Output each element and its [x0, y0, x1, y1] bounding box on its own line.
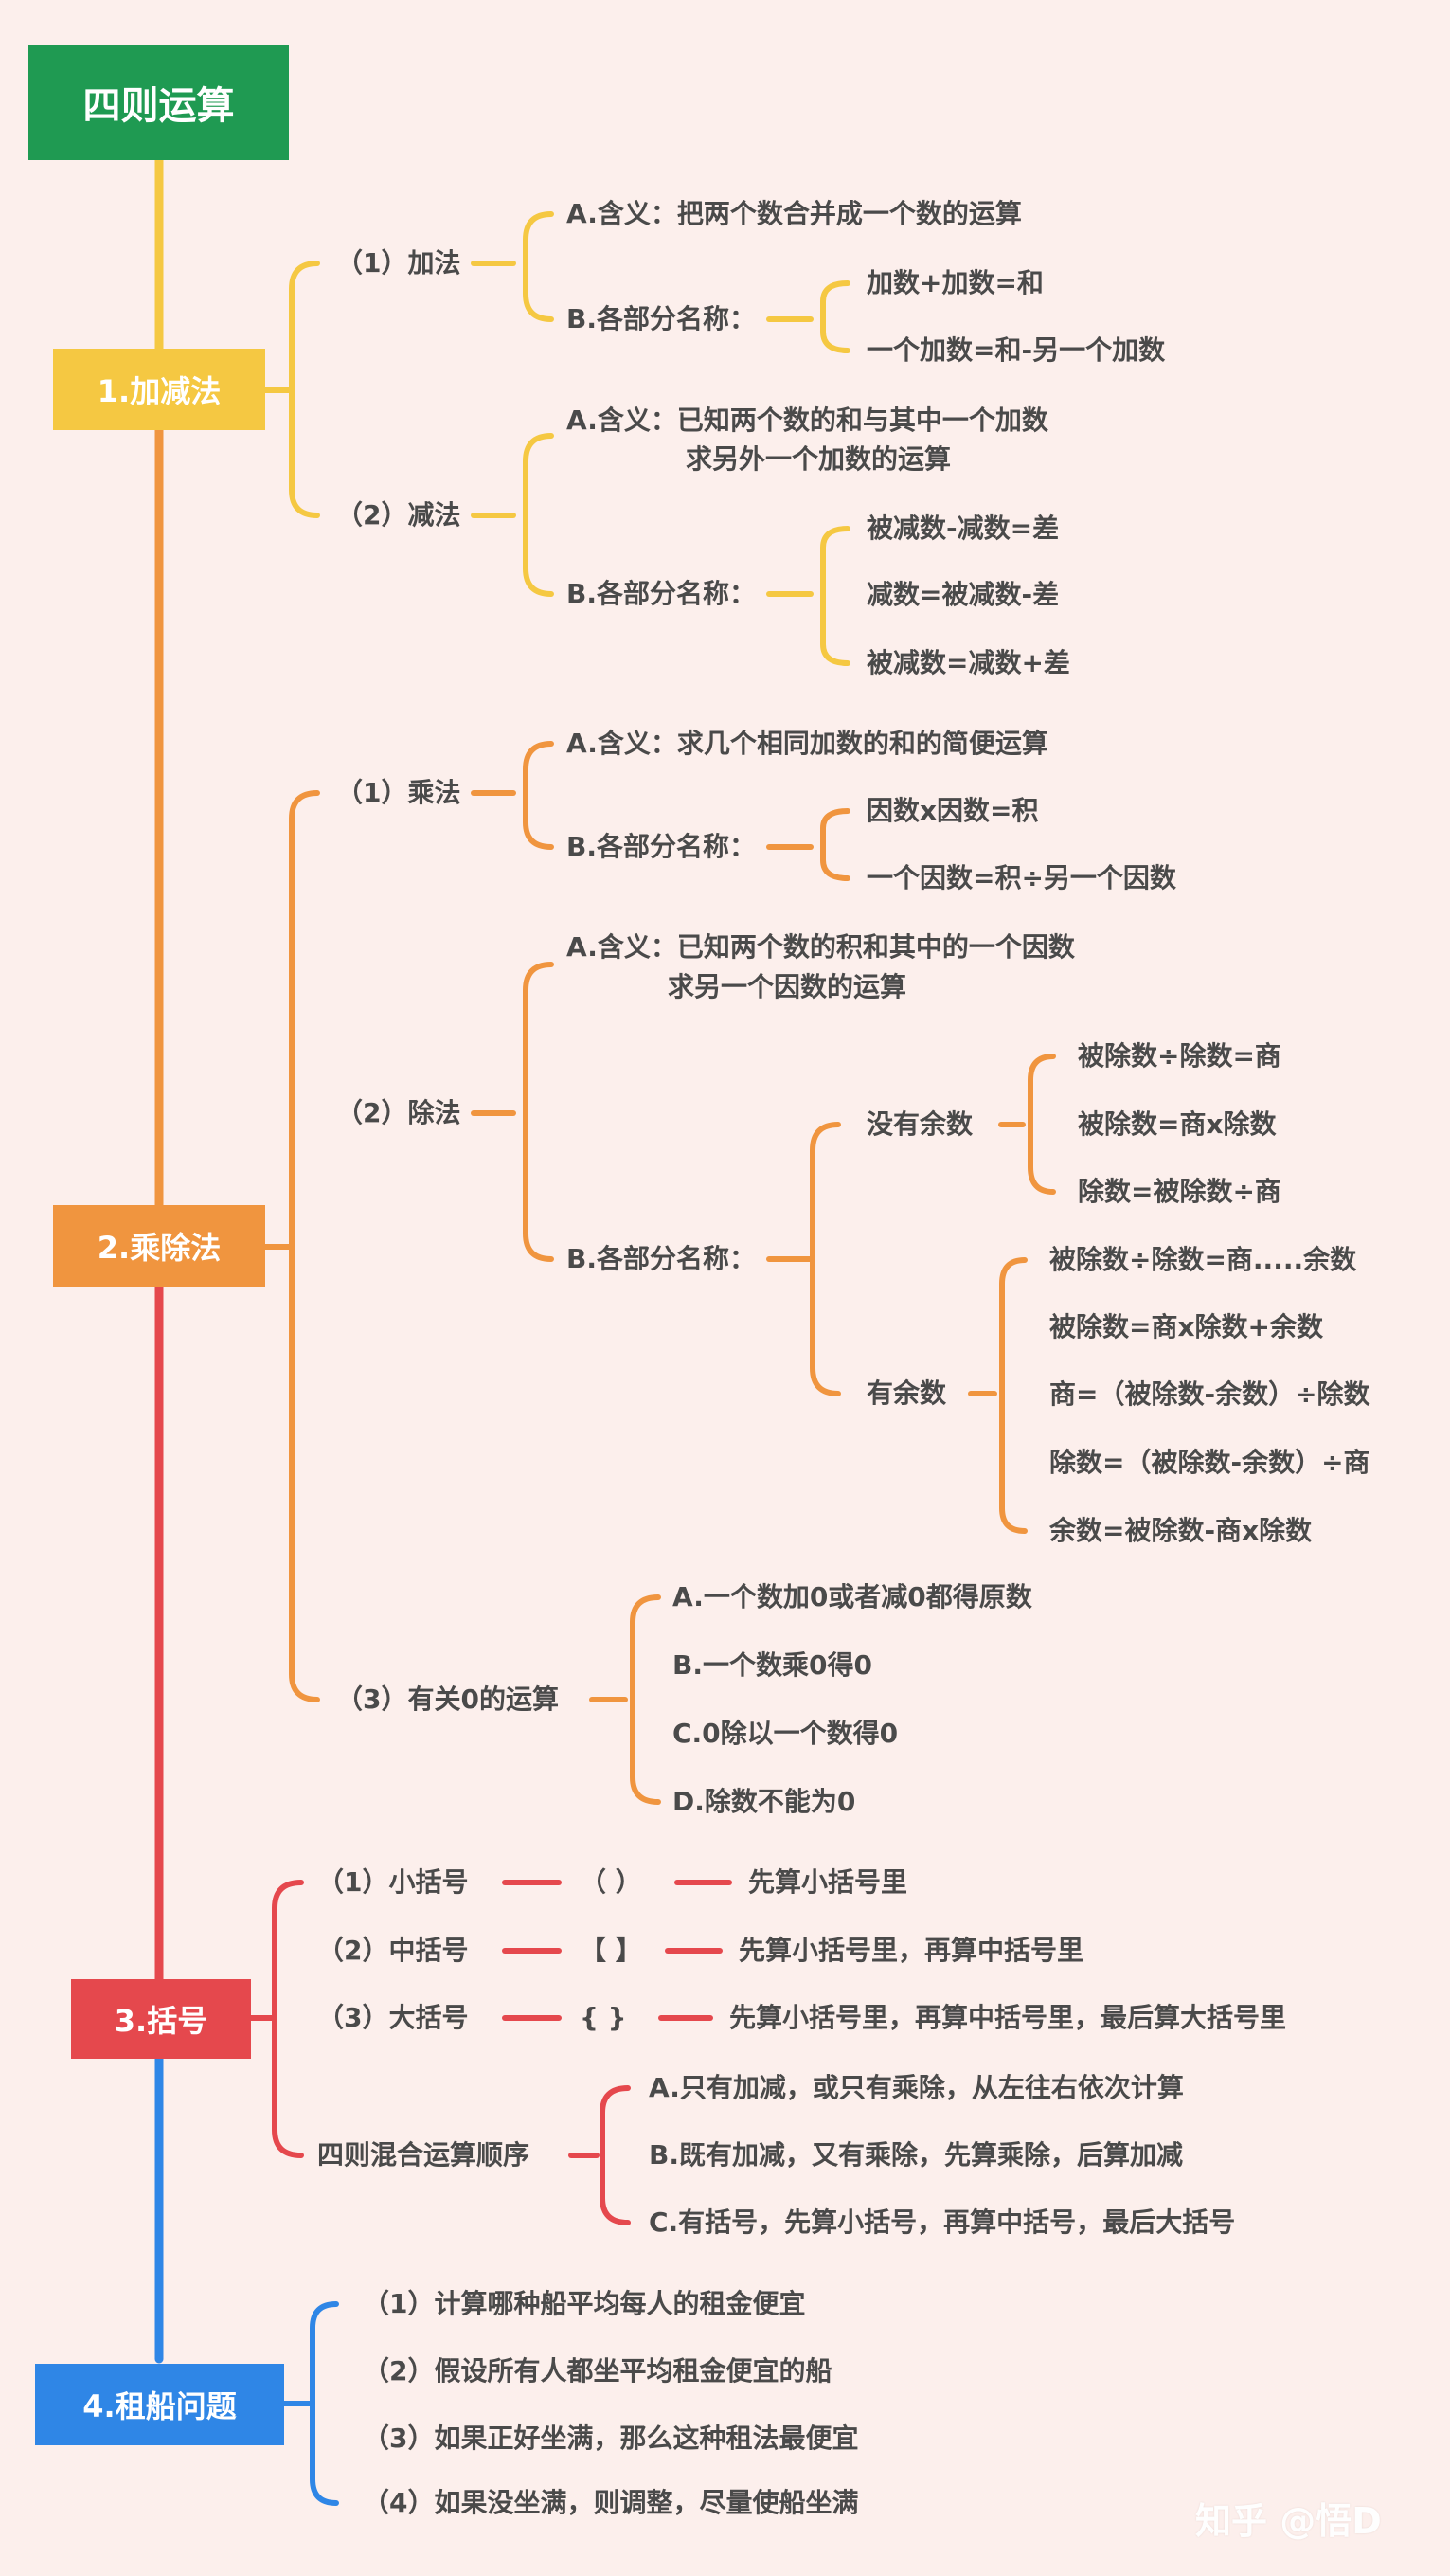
section-3-connectors	[248, 1880, 732, 2225]
small-bracket-symbol: （ ）	[580, 1866, 642, 1898]
zero-rule-d: D.除数不能为0	[672, 1786, 856, 1817]
order-label: 四则混合运算顺序	[317, 2139, 530, 2171]
section-1-connectors	[262, 211, 850, 666]
small-bracket-rule: 先算小括号里	[748, 1866, 908, 1898]
div-nr-formula-2: 被除数=商x除数	[1078, 1108, 1277, 1140]
sub-meaning-1: A.含义：已知两个数的和与其中一个加数	[566, 405, 1048, 436]
watermark: 知乎 @悟D	[1195, 2500, 1382, 2542]
div-remainder: 有余数	[867, 1378, 947, 1409]
div-r-formula-5: 余数=被除数-商x除数	[1049, 1515, 1313, 1546]
div-r-formula-4: 除数=（被除数-余数）÷商	[1049, 1447, 1370, 1478]
add-formula-1: 加数+加数=和	[867, 267, 1044, 298]
order-rule-a: A.只有加减，或只有乘除，从左往右依次计算	[649, 2072, 1184, 2103]
sub-formula-1: 被减数-减数=差	[867, 513, 1060, 544]
mul-label: （1）乘法	[336, 777, 461, 808]
big-bracket-label: （3）大括号	[317, 2002, 469, 2033]
mul-parts: B.各部分名称：	[566, 831, 756, 862]
root-node: 四则运算	[28, 45, 289, 160]
section-2-connectors	[262, 741, 1056, 1805]
zero-rule-c: C.0除以一个数得0	[672, 1718, 899, 1749]
mid-bracket-label: （2）中括号	[317, 1935, 469, 1966]
boat-step-1: （1）计算哪种船平均每人的租金便宜	[363, 2288, 806, 2319]
mid-bracket-rule: 先算小括号里，再算中括号里	[739, 1935, 1084, 1966]
div-nr-formula-3: 除数=被除数÷商	[1078, 1176, 1281, 1207]
div-label: （2）除法	[336, 1097, 461, 1128]
big-bracket-rule: 先算小括号里，再算中括号里，最后算大括号里	[729, 2002, 1287, 2033]
sub-parts: B.各部分名称：	[566, 578, 756, 609]
sub-formula-2: 减数=被减数-差	[867, 579, 1060, 610]
add-parts: B.各部分名称：	[566, 303, 756, 334]
boat-step-2: （2）假设所有人都坐平均租金便宜的船	[363, 2355, 832, 2387]
add-formula-2: 一个加数=和-另一个加数	[867, 334, 1166, 366]
mid-bracket-symbol: 【 】	[580, 1935, 642, 1966]
div-no-remainder: 没有余数	[867, 1108, 974, 1140]
order-rule-b: B.既有加减，又有乘除，先算乘除，后算加减	[649, 2139, 1183, 2171]
small-bracket-label: （1）小括号	[317, 1866, 469, 1898]
order-rule-c: C.有括号，先算小括号，再算中括号，最后大括号	[649, 2207, 1236, 2238]
mul-formula-2: 一个因数=积÷另一个因数	[867, 862, 1176, 893]
mul-meaning: A.含义：求几个相同加数的和的简便运算	[566, 728, 1048, 759]
div-r-formula-1: 被除数÷除数=商.....余数	[1049, 1244, 1357, 1275]
section-2-node: 2.乘除法	[53, 1205, 265, 1287]
div-r-formula-2: 被除数=商x除数+余数	[1049, 1311, 1323, 1342]
div-parts: B.各部分名称：	[566, 1243, 756, 1274]
div-nr-formula-1: 被除数÷除数=商	[1078, 1040, 1281, 1072]
div-r-formula-3: 商=（被除数-余数）÷除数	[1049, 1378, 1370, 1410]
zero-label: （3）有关0的运算	[336, 1684, 559, 1715]
section-1-node: 1.加减法	[53, 349, 265, 430]
boat-step-4: （4）如果没坐满，则调整，尽量使船坐满	[363, 2487, 859, 2518]
sub-meaning-2: 求另外一个加数的运算	[686, 443, 952, 475]
boat-step-3: （3）如果正好坐满，那么这种租法最便宜	[363, 2423, 859, 2454]
div-meaning-2: 求另一个因数的运算	[668, 971, 907, 1002]
section-4-node: 4.租船问题	[35, 2364, 284, 2445]
mul-formula-1: 因数x因数=积	[867, 795, 1039, 826]
section-3-node: 3.括号	[71, 1979, 251, 2059]
div-meaning-1: A.含义：已知两个数的积和其中的一个因数	[566, 931, 1075, 963]
zero-rule-a: A.一个数加0或者减0都得原数	[672, 1581, 1032, 1612]
add-meaning: A.含义：把两个数合并成一个数的运算	[566, 198, 1022, 229]
section-4-connectors	[281, 2301, 339, 2506]
sub-label: （2）减法	[336, 499, 461, 531]
big-bracket-symbol: { }	[580, 2002, 627, 2033]
zero-rule-b: B.一个数乘0得0	[672, 1649, 872, 1681]
sub-formula-3: 被减数=减数+差	[867, 647, 1070, 678]
add-label: （1）加法	[336, 247, 461, 279]
